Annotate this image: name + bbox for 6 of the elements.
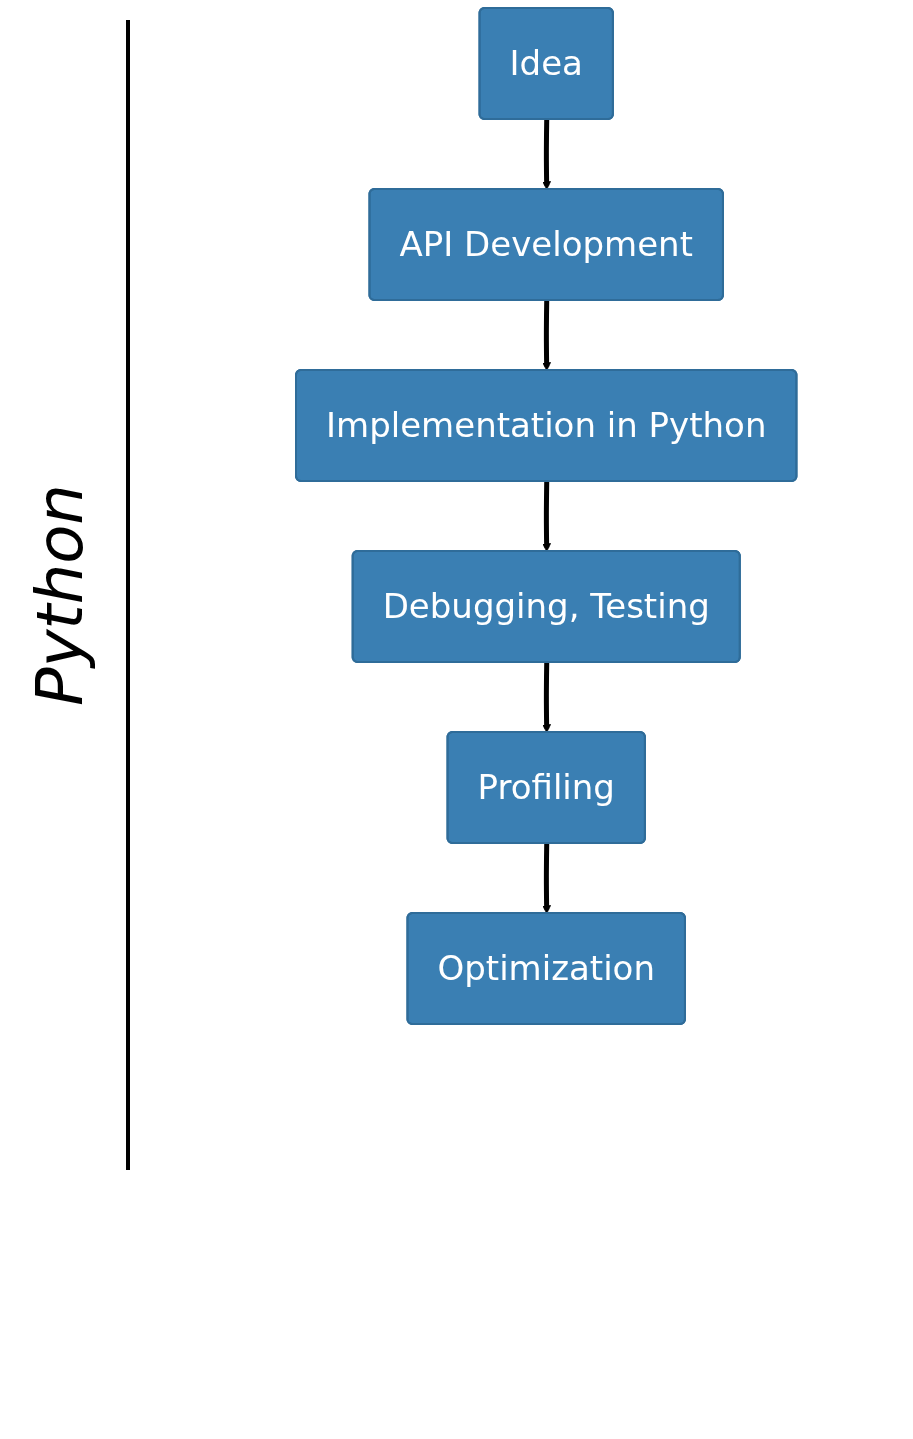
arrow bbox=[542, 119, 552, 190]
arrow bbox=[542, 662, 552, 733]
arrow bbox=[542, 481, 552, 552]
arrow bbox=[542, 300, 552, 371]
side-label: Python bbox=[23, 484, 97, 706]
arrow bbox=[542, 843, 552, 914]
